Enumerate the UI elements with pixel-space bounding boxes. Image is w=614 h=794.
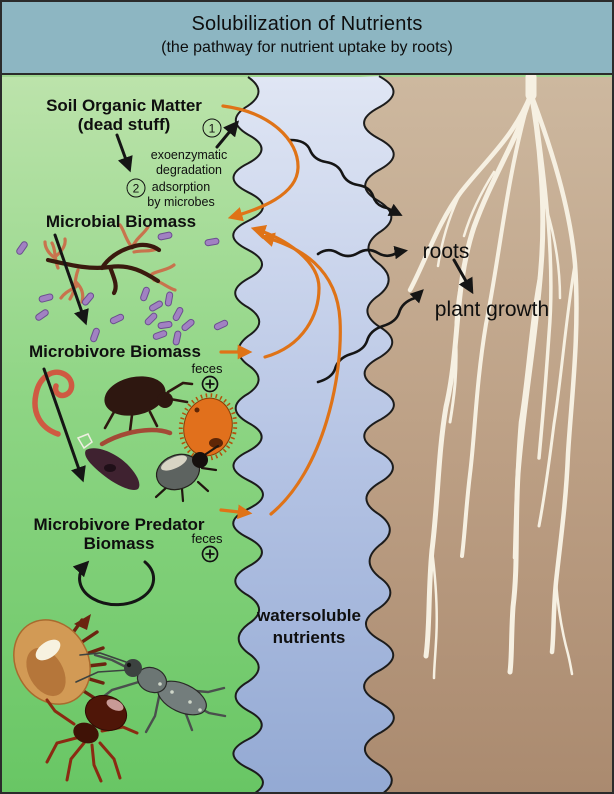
step-2-badge: 2	[126, 178, 146, 198]
plus-circle-icon	[201, 375, 219, 563]
bacteria-icon	[16, 231, 229, 346]
diagram-title: Solubilization of Nutrients	[191, 13, 423, 35]
som-to-microbial-curve	[221, 104, 300, 222]
root-system-icon	[407, 71, 579, 680]
predator-return-curve	[259, 232, 342, 516]
exoenzymatic-degradation-label: exoenzymatic degradation	[150, 148, 228, 177]
watersoluble-nutrients-label: watersoluble nutrients	[257, 606, 361, 647]
soil-organic-matter-label: Soil Organic Matter (dead stuff)	[46, 96, 202, 134]
microbial-biomass-label: Microbial Biomass	[45, 212, 197, 231]
microbivore-biomass-label: Microbivore Biomass	[29, 342, 201, 361]
nematode-icon	[32, 369, 75, 437]
microbial-down-arrow	[53, 233, 89, 326]
soil-water-boundary	[232, 76, 264, 792]
plant-growth-label: plant growth	[434, 298, 550, 321]
microbivore-return-curve	[250, 225, 321, 359]
cycle-arrow-icon	[72, 560, 156, 607]
title-bar: Solubilization of Nutrients (the pathway…	[2, 2, 612, 75]
microbivore-feces-label: feces	[191, 361, 223, 376]
fungal-hyphae-icon	[43, 223, 177, 304]
black-arrows	[42, 120, 474, 607]
tardigrade-icon	[76, 433, 140, 490]
microbivore-down-arrow	[42, 367, 86, 483]
degradation-up-arrow	[215, 120, 239, 149]
spider-icon	[45, 694, 139, 783]
predator-feces-label: feces	[191, 531, 223, 546]
orange-arrows	[219, 104, 342, 520]
mite-beetle-icon	[154, 444, 220, 503]
microbivore-predator-biomass-label: Microbivore Predator Biomass	[33, 515, 205, 553]
adsorption-by-microbes-label: adsorption by microbes	[147, 180, 215, 209]
som-down-arrow	[115, 133, 133, 173]
wavy-arrow-icon	[288, 138, 424, 384]
springtail-icon	[103, 376, 194, 433]
diagram-subtitle: (the pathway for nutrient uptake by root…	[161, 39, 453, 56]
roots-label: roots	[422, 240, 470, 263]
roots-to-growth-arrow	[452, 258, 474, 295]
step-1-badge: 1	[202, 118, 222, 138]
predator-feces-arrow	[219, 504, 253, 520]
worm-icon	[99, 427, 173, 447]
